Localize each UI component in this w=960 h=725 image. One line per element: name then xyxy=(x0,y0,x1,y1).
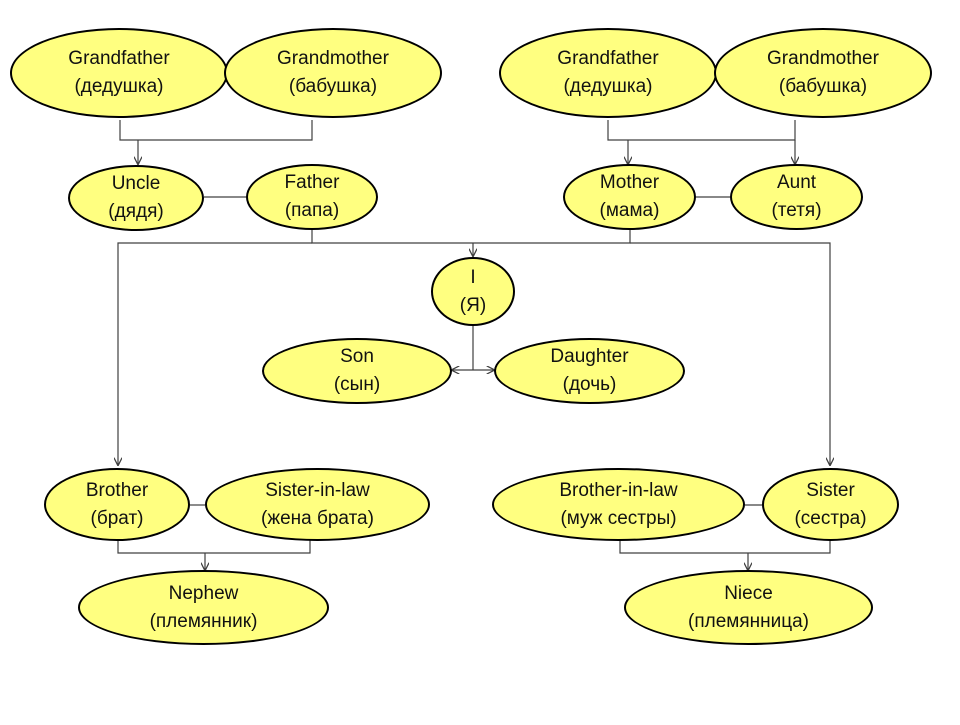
node-label-ru: (сын) xyxy=(333,374,381,395)
node-label-en: Grandmother xyxy=(277,48,389,69)
daughter-node: Daughter (дочь) xyxy=(494,338,685,404)
node-label-ru: (племянница) xyxy=(688,610,809,632)
node-label-ru: (Я) xyxy=(459,294,487,316)
node-label-ru: (тетя) xyxy=(771,200,822,221)
node-label-en: Nephew xyxy=(168,582,239,604)
father-node: Father (папа) xyxy=(246,164,378,230)
node-label-ru: (жена брата) xyxy=(261,507,374,529)
node-label-en: Sister-in-law xyxy=(265,479,370,501)
node-label-ru: (сестра) xyxy=(794,507,867,529)
connector xyxy=(607,120,796,141)
sister-in-law-node: Sister-in-law (жена брата) xyxy=(205,468,430,541)
node-label-en: Daughter xyxy=(550,346,629,367)
connector xyxy=(117,540,311,554)
niece-node: Niece (племянница) xyxy=(624,570,873,645)
node-label-ru: (дедушка) xyxy=(74,76,164,97)
grandfather-paternal-node: Grandfather (дедушка) xyxy=(10,28,228,118)
aunt-node: Aunt (тетя) xyxy=(730,164,863,230)
node-label-en: Mother xyxy=(599,172,660,193)
sister-node: Sister (сестра) xyxy=(762,468,899,541)
mother-node: Mother (мама) xyxy=(563,164,696,230)
connector xyxy=(630,242,830,465)
node-label-en: Grandmother xyxy=(767,48,879,69)
node-label-en: Son xyxy=(340,346,374,367)
grandmother-maternal-node: Grandmother (бабушка) xyxy=(714,28,932,118)
node-label-ru: (племянник) xyxy=(149,610,258,632)
node-label-en: Grandfather xyxy=(557,48,659,69)
son-node: Son (сын) xyxy=(262,338,452,404)
node-label-en: Brother xyxy=(85,479,149,501)
node-label-ru: (муж сестры) xyxy=(560,507,677,529)
uncle-node: Uncle (дядя) xyxy=(68,165,204,231)
connector xyxy=(619,540,831,554)
connector xyxy=(119,120,313,141)
node-label-en: Aunt xyxy=(776,172,817,193)
me-node: I (Я) xyxy=(431,257,515,326)
grandfather-maternal-node: Grandfather (дедушка) xyxy=(499,28,717,118)
node-label-ru: (дедушка) xyxy=(563,76,653,97)
node-label-en: Niece xyxy=(724,582,773,604)
brother-in-law-node: Brother-in-law (муж сестры) xyxy=(492,468,745,541)
node-label-en: I xyxy=(470,266,476,288)
node-label-en: Father xyxy=(284,172,340,193)
node-label-ru: (папа) xyxy=(284,200,340,221)
nephew-node: Nephew (племянник) xyxy=(78,570,329,645)
node-label-en: Grandfather xyxy=(68,48,170,69)
connector xyxy=(311,230,631,244)
brother-node: Brother (брат) xyxy=(44,468,190,541)
node-label-en: Sister xyxy=(806,479,855,501)
node-label-ru: (брат) xyxy=(90,507,144,529)
node-label-ru: (мама) xyxy=(599,200,660,221)
node-label-ru: (бабушка) xyxy=(288,76,378,97)
node-label-en: Uncle xyxy=(111,173,161,194)
grandmother-paternal-node: Grandmother (бабушка) xyxy=(224,28,442,118)
node-label-ru: (бабушка) xyxy=(778,76,868,97)
node-label-ru: (дочь) xyxy=(562,374,617,395)
connector xyxy=(118,242,312,465)
node-label-en: Brother-in-law xyxy=(559,479,678,501)
node-label-ru: (дядя) xyxy=(108,201,164,222)
